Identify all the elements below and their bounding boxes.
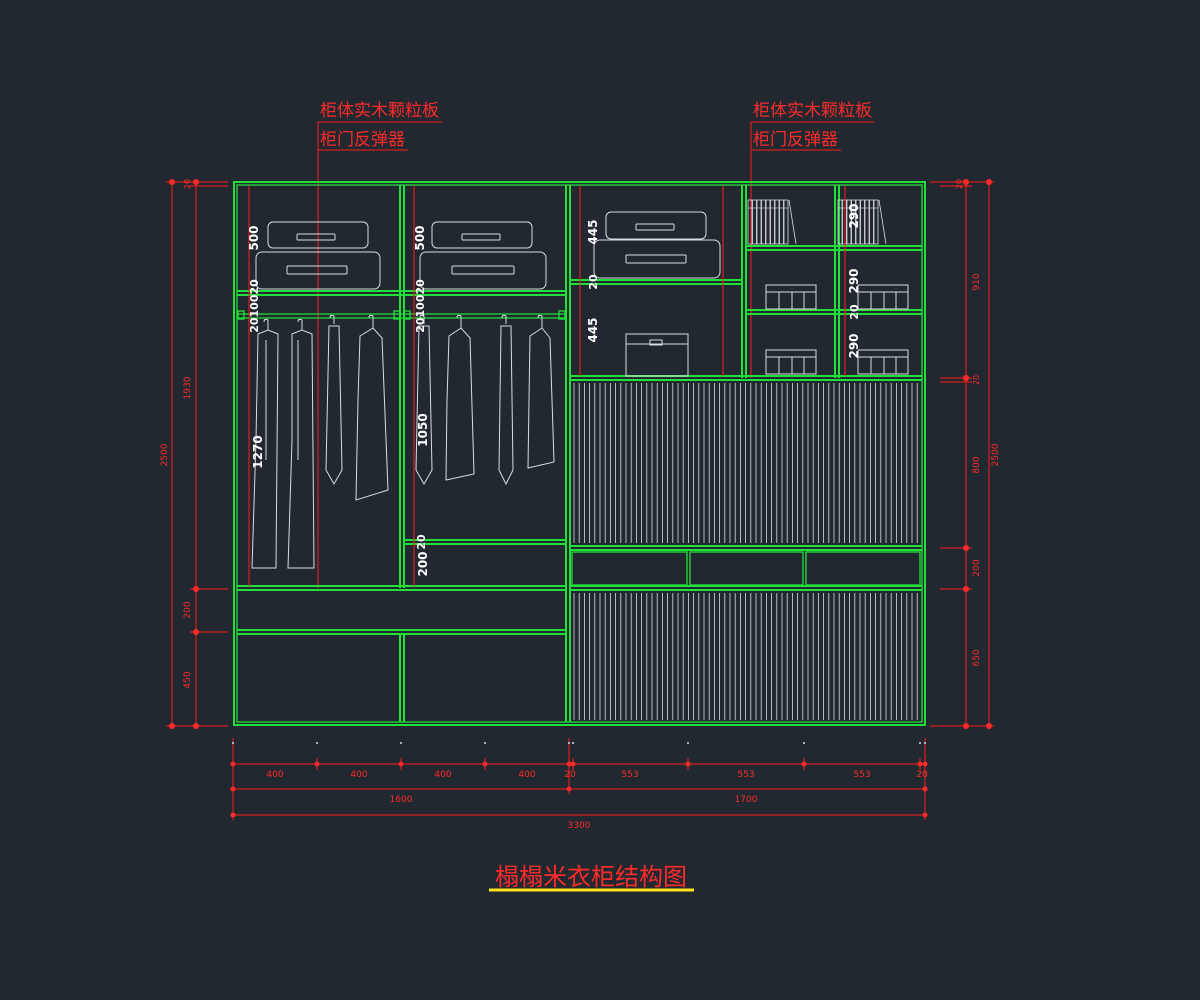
dimensions-left: 2500 1930 200 450 20	[160, 179, 228, 729]
dim-left-upper: 1930	[183, 376, 193, 399]
dim-inner-cubby-c: 20	[848, 304, 861, 320]
suitcase-icon	[255, 221, 381, 290]
storage-box-icon	[625, 333, 689, 377]
dim-bottom-7: 553	[737, 770, 754, 780]
dim-inner-top-mid: 500	[413, 225, 427, 250]
inner-dimensions: 500 500 2010020 2010020 1270 1050 20 200…	[247, 186, 861, 586]
callout-right-line2: 柜门反弹器	[753, 130, 838, 150]
callout-left-line1: 柜体实木颗粒板	[320, 101, 439, 121]
books-icon	[747, 199, 797, 245]
dim-bottom-2: 400	[350, 770, 367, 780]
dim-bottom-8: 553	[853, 770, 870, 780]
dim-right-door: 800	[972, 456, 982, 473]
dim-bottom-left-half: 1600	[390, 795, 413, 805]
storage-crate-icon	[857, 284, 909, 310]
dim-inner-shelf-b: 200	[416, 551, 430, 576]
callout-right-line1: 柜体实木颗粒板	[753, 101, 872, 121]
slatted-door-lower	[573, 593, 918, 720]
dim-inner-rail-left: 2010020	[248, 279, 261, 333]
dim-left-drawer: 200	[183, 601, 193, 618]
dim-inner-cubby-a: 290	[847, 203, 861, 228]
dim-right-upper: 910	[972, 273, 982, 290]
dim-inner-right-c: 445	[586, 317, 600, 342]
suit-jacket-icon	[445, 314, 475, 481]
suit-jacket-icon	[355, 314, 389, 501]
necktie-icon	[325, 314, 343, 486]
slatted-door-upper	[573, 383, 918, 543]
dimensions-bottom: 400 400 400 400 20 553 553 553 20 1600 1…	[230, 738, 928, 831]
dim-bottom-5: 20	[564, 770, 576, 780]
dim-inner-rail-mid: 2010020	[414, 279, 427, 333]
dim-bottom-6: 553	[621, 770, 638, 780]
dim-inner-hang-mid: 1050	[416, 413, 430, 446]
callout-left: 柜体实木颗粒板 柜门反弹器	[317, 101, 442, 588]
dimensions-right: 2500 910 20 800 200 650 20	[930, 179, 1001, 729]
dim-bottom-9: 20	[916, 770, 928, 780]
dim-bottom-3: 400	[434, 770, 451, 780]
dim-right-top: 20	[955, 179, 964, 189]
suitcase-icon	[419, 221, 547, 290]
dim-inner-cubby-b: 290	[847, 268, 861, 293]
suitcase-icon	[593, 211, 721, 279]
books-icon	[837, 199, 887, 245]
necktie-icon	[415, 314, 433, 486]
long-coat-icon	[287, 318, 315, 569]
wardrobe-frame	[233, 181, 926, 726]
dim-right-mid: 20	[972, 375, 981, 385]
callout-right: 柜体实木颗粒板 柜门反弹器	[750, 101, 874, 378]
dim-left-base: 450	[183, 671, 193, 688]
dim-right-total: 2500	[991, 443, 1001, 466]
drawing-title: 榻榻米衣柜结构图	[489, 863, 694, 892]
dim-inner-shelf-a: 20	[415, 534, 428, 550]
dim-bottom-total: 3300	[568, 821, 591, 831]
page-title: 榻榻米衣柜结构图	[495, 863, 687, 891]
dim-bottom-right-half: 1700	[735, 795, 758, 805]
dim-left-top: 20	[183, 179, 192, 189]
dim-inner-right-b: 20	[587, 274, 600, 290]
dim-inner-right-a: 445	[586, 219, 600, 244]
dim-bottom-4: 400	[518, 770, 535, 780]
dim-inner-cubby-d: 290	[847, 333, 861, 358]
necktie-icon	[498, 314, 514, 486]
suit-jacket-icon	[527, 314, 555, 469]
dim-right-drawer: 200	[972, 559, 982, 576]
callout-left-line2: 柜门反弹器	[320, 130, 405, 150]
dim-right-base: 650	[972, 649, 982, 666]
storage-crate-icon	[765, 349, 817, 375]
storage-crate-icon	[765, 284, 817, 310]
dim-inner-hang-left: 1270	[251, 435, 265, 468]
dim-left-total: 2500	[160, 443, 170, 466]
storage-crate-icon	[857, 349, 909, 375]
long-coat-icon	[251, 318, 279, 569]
dim-inner-top-left: 500	[247, 225, 261, 250]
dim-bottom-1: 400	[266, 770, 283, 780]
